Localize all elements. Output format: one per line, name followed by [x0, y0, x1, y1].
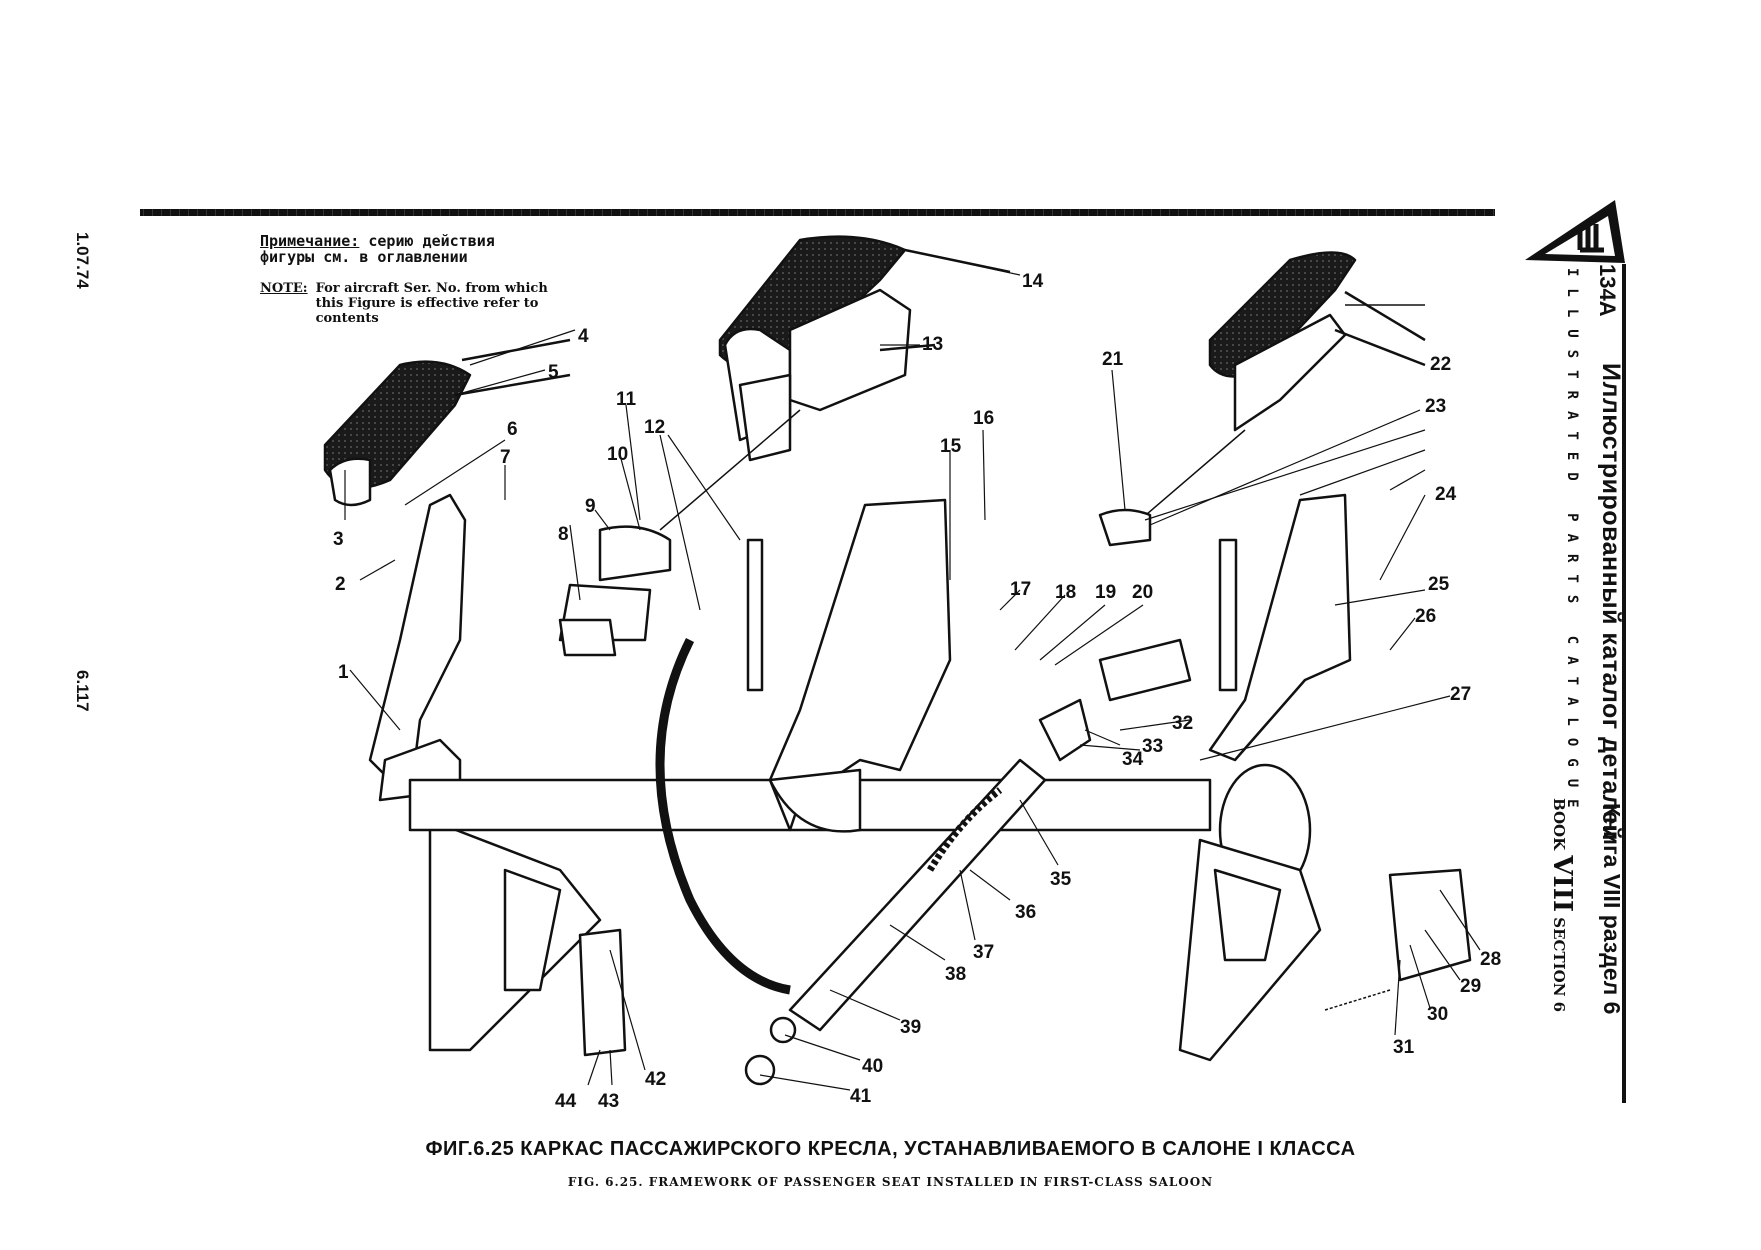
ilyushin-logo [1525, 200, 1625, 263]
callout-25: 25 [1428, 574, 1450, 595]
book-section-ru: Книга VIII раздел 6 [1599, 803, 1625, 1015]
callout-26: 26 [1415, 606, 1436, 627]
callout-38: 38 [945, 964, 966, 985]
callout-7-left: 7 [500, 447, 511, 468]
center-frame [768, 498, 952, 833]
callout-16: 16 [973, 408, 994, 429]
note-ru-label: Примечание: [260, 232, 360, 250]
title-block: 134А Иллюстрированный каталог деталей IL… [1520, 198, 1635, 1103]
right-frame-side [1178, 493, 1352, 1062]
title-divider-1 [1622, 264, 1626, 804]
callout-22: 22 [1430, 354, 1451, 375]
callout-29: 29 [1460, 976, 1481, 997]
callout-23: 23 [1425, 396, 1446, 417]
aircraft-model: 134А [1595, 264, 1620, 317]
catalogue-title-ru: Иллюстрированный каталог деталей [1597, 363, 1625, 842]
note-russian: Примечание: серию действия фигуры см. в … [260, 233, 495, 265]
callout-14: 14 [1022, 271, 1044, 292]
callout-4-left: 4 [578, 326, 589, 347]
callout-6-left: 6 [507, 419, 518, 440]
note-en-text: For aircraft Ser. No. from which this Fi… [315, 281, 548, 326]
note-ru-line2: фигуры см. в оглавлении [260, 248, 468, 266]
callout-11: 11 [616, 389, 637, 410]
callout-35: 35 [1050, 869, 1072, 890]
callout-1: 1 [338, 662, 349, 683]
callout-18: 18 [1055, 582, 1076, 603]
callout-43: 43 [598, 1091, 619, 1112]
callout-20: 20 [1132, 582, 1153, 603]
title-divider-2 [1622, 803, 1626, 1103]
callout-17: 17 [1010, 579, 1031, 600]
callout-39: 39 [900, 1017, 921, 1038]
callout-3: 3 [333, 529, 344, 550]
callout-42: 42 [645, 1069, 666, 1090]
left-armrest-pad [323, 360, 472, 507]
callout-33: 33 [1142, 736, 1163, 757]
figure-caption-en: FIG. 6.25. FRAMEWORK OF PASSENGER SEAT I… [567, 1175, 1214, 1189]
note-en-label: NOTE: [260, 281, 308, 296]
callout-12-left: 12 [644, 417, 665, 438]
note-ru-line1: серию действия [368, 232, 495, 250]
callout-32: 32 [1172, 713, 1193, 734]
callout-2: 2 [335, 574, 346, 595]
spring-actuator [788, 638, 1192, 1032]
book-en-prefix: BOOK [1550, 798, 1568, 851]
callout-5: 5 [548, 362, 559, 383]
callout-21: 21 [1102, 349, 1124, 370]
callout-15: 15 [940, 436, 962, 457]
center-armrest-pad [718, 235, 912, 462]
book-en-number: VIII [1547, 855, 1577, 913]
figure-caption-ru: ФИГ.6.25 КАРКАС ПАССАЖИРСКОГО КРЕСЛА, УС… [425, 1138, 1356, 1160]
callout-19: 19 [1095, 582, 1116, 603]
right-armrest-pad [1208, 251, 1357, 432]
handle-assembly [558, 525, 672, 657]
left-frame-side [368, 493, 602, 1052]
callout-44: 44 [555, 1091, 577, 1112]
callout-10-left: 10 [607, 444, 628, 465]
callout-27: 27 [1450, 684, 1471, 705]
callout-34: 34 [1122, 749, 1144, 770]
callout-37: 37 [973, 942, 994, 963]
top-rule [140, 209, 1495, 216]
callout-41: 41 [850, 1086, 872, 1107]
book-en-suffix: SECTION 6 [1550, 917, 1568, 1013]
callout-9: 9 [585, 496, 596, 517]
callout-8: 8 [558, 524, 569, 545]
callout-40: 40 [862, 1056, 883, 1077]
callout-28: 28 [1480, 949, 1501, 970]
book-section-en: BOOK VIII SECTION 6 [1547, 798, 1577, 1012]
catalogue-title-en: ILLUSTRATED PARTS CATALOGUE [1564, 268, 1580, 820]
callout-30: 30 [1427, 1004, 1448, 1025]
note-english: NOTE: For aircraft Ser. No. from which th… [260, 281, 551, 326]
callout-24: 24 [1435, 484, 1457, 505]
callout-13: 13 [922, 334, 943, 355]
callout-36: 36 [1015, 902, 1036, 923]
callout-31: 31 [1393, 1037, 1415, 1058]
